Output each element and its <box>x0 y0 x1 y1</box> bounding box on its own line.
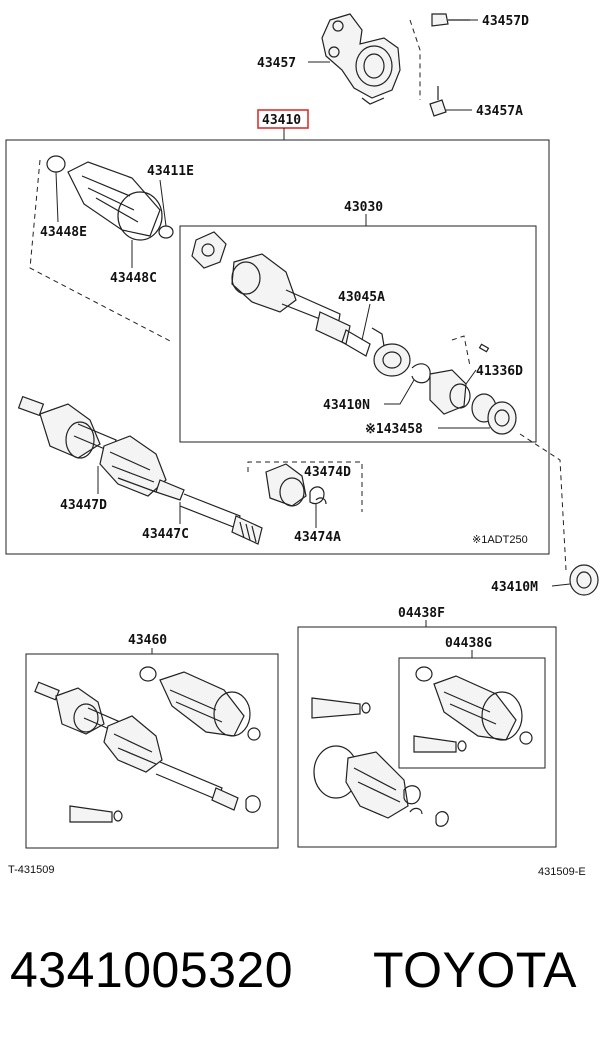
part-number: 4341005320 <box>10 942 294 998</box>
label-43474D: 43474D <box>304 465 351 480</box>
label-04438G: 04438G <box>445 636 492 651</box>
inner-joint-43030 <box>191 231 517 435</box>
label-43410N: 43410N <box>323 398 370 413</box>
label-43474A: 43474A <box>294 530 341 545</box>
drawing-code-right: 431509-E <box>538 866 586 878</box>
shaft-frame-43460 <box>25 653 279 849</box>
label-43410M: 43410M <box>491 580 538 595</box>
label-43447C: 43447C <box>142 527 189 542</box>
label-43411E: 43411E <box>147 164 194 179</box>
label-43447D: 43447D <box>60 498 107 513</box>
assembly-frame <box>5 139 550 555</box>
label-43448E: 43448E <box>40 225 87 240</box>
inner-joint-frame <box>179 225 537 443</box>
drive-shaft-43460 <box>34 666 261 823</box>
drive-shaft <box>17 395 263 545</box>
boot-kit-frame-G <box>398 657 546 769</box>
parts-diagram: 43457D 43457 43457A 43410 43411E 43448E … <box>5 13 599 878</box>
highlight-box <box>257 109 309 129</box>
label-43410: 43410 <box>262 113 301 128</box>
drawing-code-left: T-431509 <box>8 864 54 876</box>
label-143458: ※143458 <box>365 422 423 437</box>
label-43457A: 43457A <box>476 104 523 119</box>
boot-kit-04438G <box>413 666 533 753</box>
boot-kit-frame-F <box>297 626 557 848</box>
label-43448C: 43448C <box>110 271 157 286</box>
guide-line-1 <box>29 159 173 343</box>
label-43030: 43030 <box>344 200 383 215</box>
bolt-guide <box>409 19 421 100</box>
label-04438F: 04438F <box>398 606 445 621</box>
boot-kit-04438F <box>311 697 449 827</box>
bracket-43457 <box>321 13 401 105</box>
brand-name: TOYOTA <box>373 942 577 998</box>
label-43045A: 43045A <box>338 290 385 305</box>
bolt-43457D <box>431 13 470 27</box>
footer: 4341005320 TOYOTA <box>0 940 600 1020</box>
seal-43410M <box>569 564 599 596</box>
bolt-43457A <box>429 86 447 117</box>
guide-line-2 <box>519 433 567 571</box>
damper-43474D <box>265 463 327 507</box>
label-41336D: 41336D <box>476 364 523 379</box>
label-43460: 43460 <box>128 633 167 648</box>
label-43457D: 43457D <box>482 14 529 29</box>
label-43457: 43457 <box>257 56 296 71</box>
damper-guide <box>247 461 363 512</box>
footnote-1ADT250: ※1ADT250 <box>472 534 528 546</box>
